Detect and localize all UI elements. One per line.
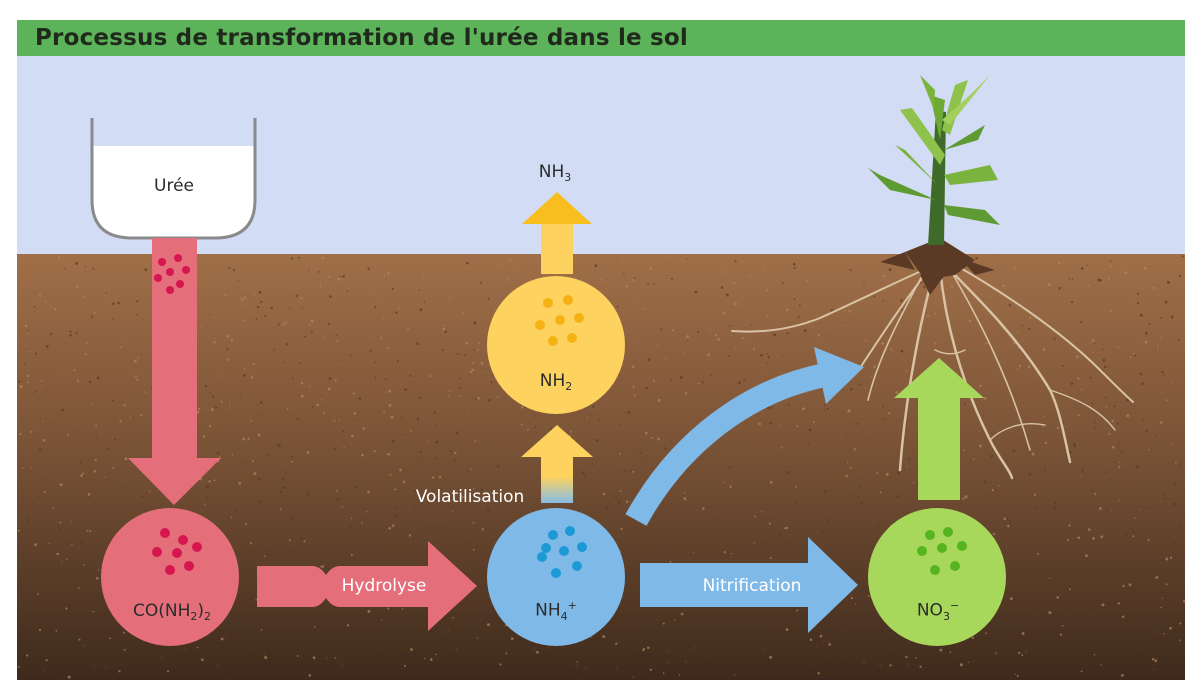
nh2-label: NH2 — [539, 370, 573, 394]
title-bar: Processus de transformation de l'urée da… — [17, 20, 1185, 56]
nh3-label: NH3 — [538, 161, 572, 185]
nitrate-circle — [868, 508, 1006, 646]
page-title: Processus de transformation de l'urée da… — [35, 25, 689, 51]
urea-formula-label: CO(NH2)2 — [132, 600, 212, 624]
plant-illustration — [731, 75, 1134, 480]
uree-label: Urée — [154, 176, 194, 196]
nitrate-label: NO3− — [916, 598, 960, 624]
ammonia-up-arrow — [522, 192, 592, 274]
ammonium-label: NH4+ — [535, 598, 577, 624]
hydrolyse-arrow — [257, 541, 477, 631]
nitrate-dots — [917, 527, 967, 575]
nitrification-label: Nitrification — [702, 576, 802, 596]
hydrolyse-label: Hydrolyse — [341, 576, 427, 596]
nh2-dots — [535, 295, 584, 346]
nitrification-arrow — [640, 537, 858, 633]
urea-dots — [154, 254, 190, 294]
ammonium-uptake-arrow — [625, 347, 864, 526]
ammonium-dots — [537, 526, 587, 578]
urea-circle-dots — [152, 528, 202, 575]
volatilisation-arrow — [521, 425, 593, 503]
urea-circle — [101, 508, 239, 646]
volatilisation-label: Volatilisation — [415, 487, 525, 507]
nitrate-uptake-arrow — [894, 358, 984, 500]
